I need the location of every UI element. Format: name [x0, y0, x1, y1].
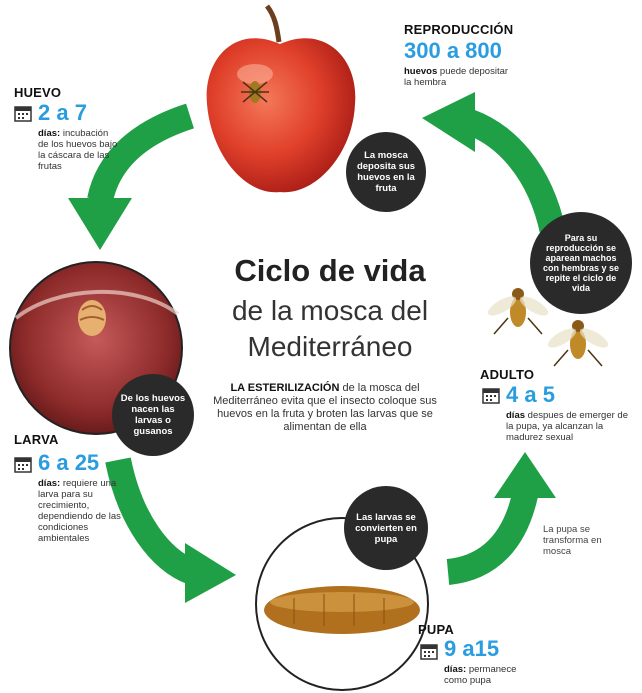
page-title: Ciclo de vida	[234, 253, 426, 288]
stage-larva-desc: días: requiere una larva para su crecimi…	[38, 478, 124, 544]
bubble-adult: Para su reproducción se aparean machos c…	[530, 212, 632, 314]
arrow-head-pupa	[185, 543, 236, 603]
bubble-apple: La mosca deposita sus huevos en la fruta	[346, 132, 426, 212]
side-note: La pupa se transforma en mosca	[543, 524, 602, 557]
page-subtitle-line-1: de la mosca del	[231, 295, 429, 326]
stage-huevo-title: HUEVO	[14, 85, 62, 100]
page-subtitle-line-2: Mediterráneo	[247, 331, 413, 362]
fly-icon	[487, 288, 549, 335]
calendar-icon	[14, 457, 32, 473]
stage-reproduccion-title: REPRODUCCIÓN	[404, 22, 514, 37]
stage-reproduccion-desc: huevos puede depositar la hembra	[404, 66, 514, 88]
intro-text: LA ESTERILIZACIÓN de la mosca del Medite…	[210, 382, 440, 434]
stage-adulto-number: 4 a 5	[506, 382, 555, 407]
calendar-icon	[14, 106, 32, 122]
stage-huevo-desc-bold: días:	[38, 128, 61, 139]
arrow-to-larva	[87, 103, 195, 204]
adult-flies-image	[487, 288, 609, 367]
stage-reproduccion-desc-text: puede depositar la hembra	[404, 66, 509, 88]
stage-pupa-desc-bold: días:	[444, 664, 467, 675]
stage-larva-number: 6 a 25	[38, 450, 100, 475]
fly-icon-2	[547, 320, 609, 367]
calendar-icon	[482, 388, 500, 404]
stage-huevo-desc-text: incubación de los huevos bajo la cáscara…	[38, 128, 118, 172]
stage-adulto-desc: días despues de emerger de la pupa, ya a…	[506, 410, 628, 443]
intro-bold: LA ESTERILIZACIÓN	[230, 382, 340, 394]
arrow-head-adult	[494, 452, 556, 498]
stage-adulto-title: ADULTO	[480, 367, 535, 382]
bubble-larva: De los huevos nacen las larvas o gusanos	[112, 374, 194, 456]
stage-huevo-desc: días: incubación de los huevos bajo la c…	[38, 128, 118, 172]
stage-reproduccion-number: 300 a 800	[404, 38, 502, 63]
stage-huevo-number: 2 a 7	[38, 100, 87, 125]
bubble-pupa: Las larvas se convierten en pupa	[344, 486, 428, 570]
stage-pupa-desc: días: permanece como pupa	[444, 664, 534, 686]
arrow-to-adult	[446, 491, 538, 585]
arrow-head-apple	[422, 92, 475, 152]
stage-reproduccion-desc-bold: huevos	[404, 66, 438, 77]
stage-larva-title: LARVA	[14, 432, 59, 447]
stage-pupa-title: PUPA	[418, 622, 454, 637]
stage-adulto-desc-bold: días	[506, 410, 526, 421]
apple-image	[206, 4, 356, 193]
stage-larva-desc-text: requiere una larva para su crecimiento, …	[38, 478, 121, 544]
arrow-head-larva	[68, 198, 132, 250]
stage-pupa-number: 9 a15	[444, 636, 500, 661]
calendar-icon	[420, 644, 438, 660]
stage-larva-desc-bold: días:	[38, 478, 61, 489]
stage-pupa-desc-text: permanece como pupa	[444, 664, 517, 686]
arrow-to-apple	[465, 109, 566, 235]
fly-on-apple-icon	[241, 81, 269, 103]
intro-body: de la mosca del Mediterráneo evita que e…	[213, 382, 437, 433]
arrow-to-pupa	[105, 457, 198, 585]
stage-adulto-desc-text: despues de emerger de la pupa, ya alcanz…	[506, 410, 628, 443]
